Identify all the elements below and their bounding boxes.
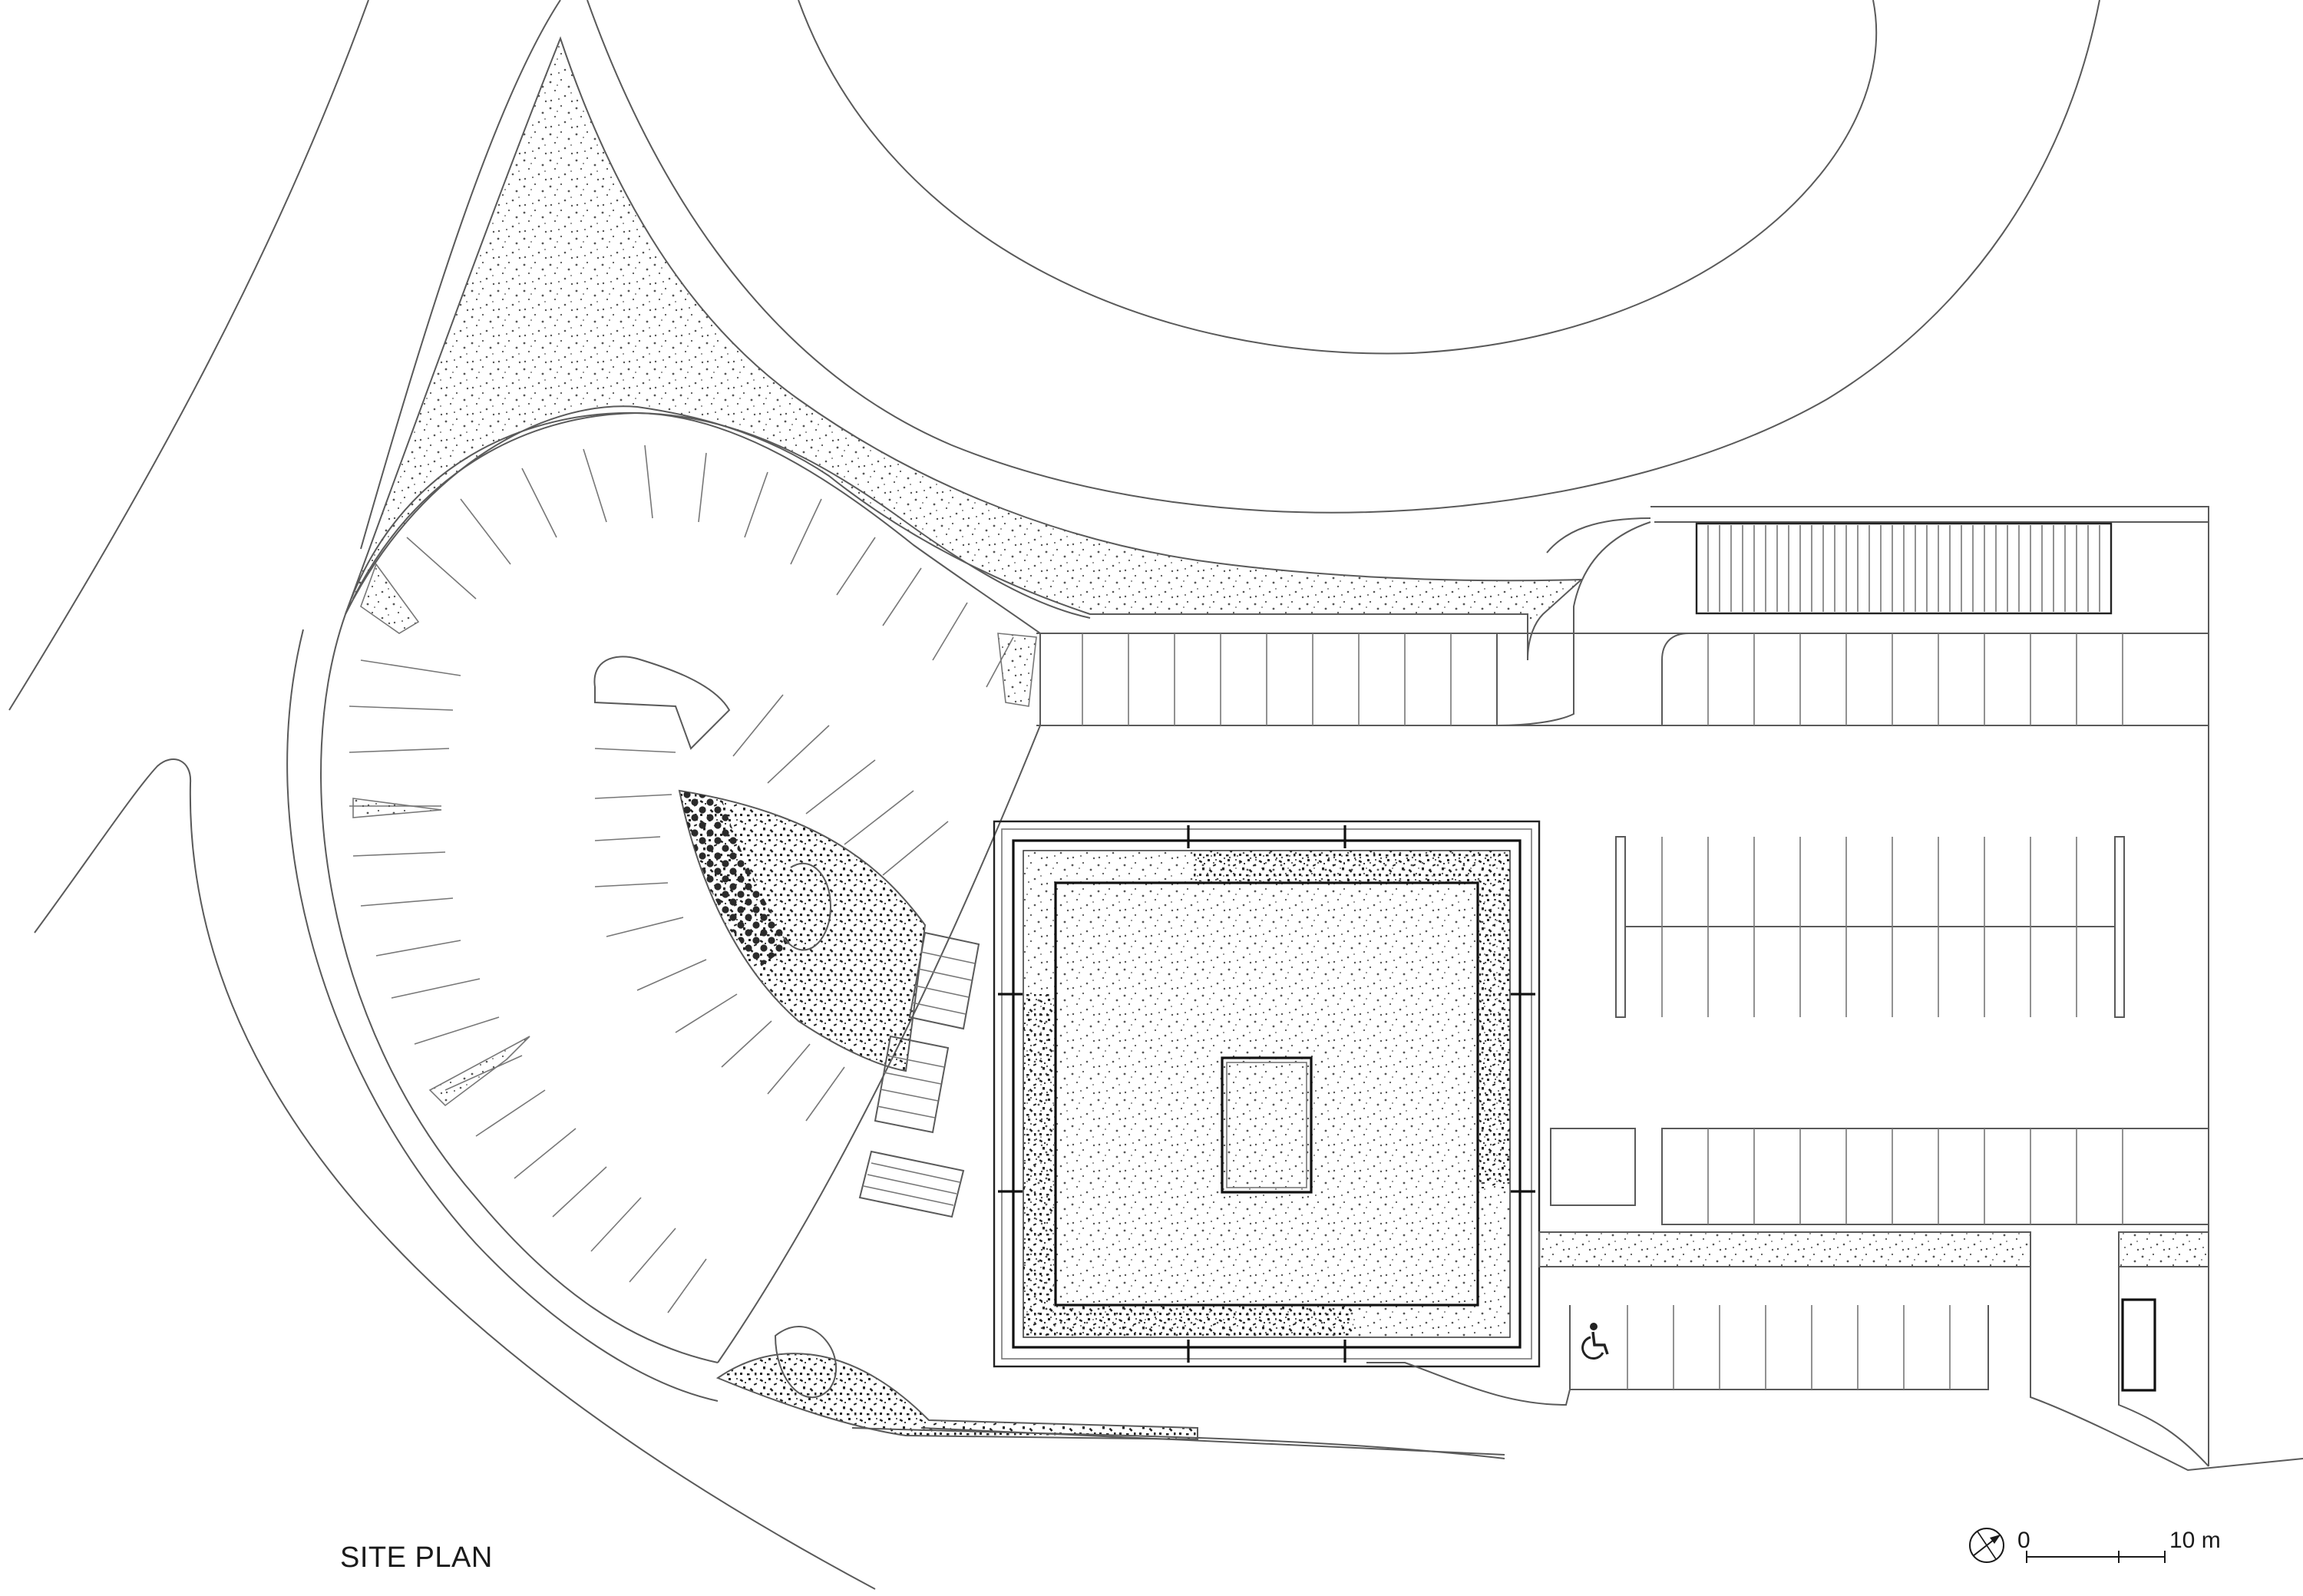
scale-bar	[2026, 1551, 2166, 1563]
right-parking-area	[1036, 506, 2303, 1472]
garden-wedge-upper	[678, 789, 927, 1072]
landscape-sand-bed	[345, 36, 1584, 661]
site-boundary-lower	[851, 1427, 1505, 1459]
wheelchair-icon	[1581, 1323, 1609, 1360]
page-title: SITE PLAN	[340, 1541, 493, 1574]
scale-bar-start-label: 0	[2017, 1528, 2030, 1553]
scale-bar-end-label: 10 m	[2169, 1528, 2221, 1553]
entry-stairs	[858, 931, 980, 1218]
north-arrow-icon	[1969, 1528, 2004, 1563]
curved-parking-lot	[286, 411, 1041, 1402]
roads	[8, 0, 2100, 1590]
central-building	[993, 820, 1541, 1368]
garden-wedge-lower	[715, 1326, 1198, 1441]
